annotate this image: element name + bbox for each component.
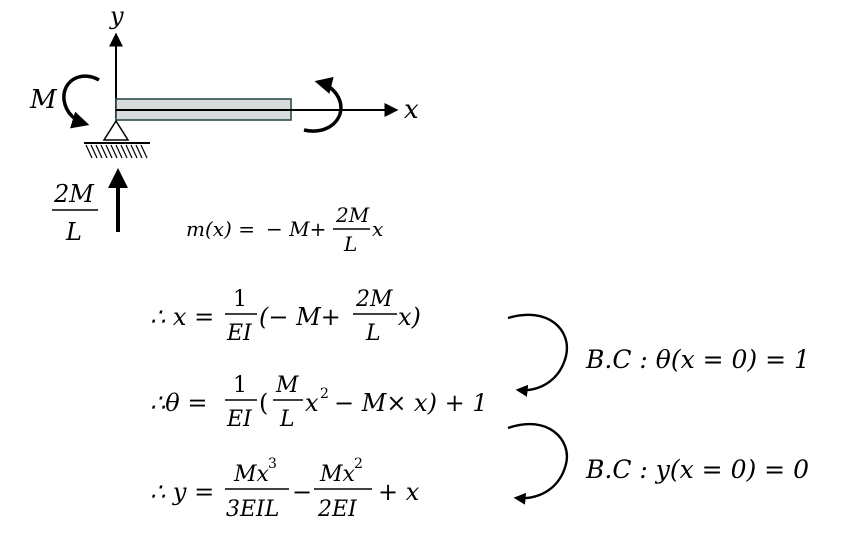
eq1-tail: x) [398,303,421,331]
bc2-text: B.C : y(x = 0) = 0 [585,455,809,484]
moment-eq-frac-num: 2M [335,203,370,227]
equation-deflection: ∴ y = Mx 3 3EIL − Mx 2 2EI + x [150,456,420,522]
eq3-lhs: ∴ y = [150,478,214,506]
moment-eq-tail: x [372,217,383,241]
eq1-frac-num: 1 [233,287,247,312]
equation-slope: ∴θ = 1 EI ( M L x 2 − M× x) + 1 [150,373,488,432]
bc1-curved-arrow [507,313,569,397]
reaction-numerator: 2M [53,180,95,208]
ground-hatch [85,144,148,159]
moment-label: M [29,85,58,115]
moment-arrow-right [303,76,343,133]
eq3-frac2-den: 2EI [317,497,358,522]
moment-eq-lhs: m(x) = [186,217,255,241]
reaction-denominator: L [65,218,82,246]
eq2-frac2-den: L [279,407,295,432]
beam-diagram: y x M 2M [29,2,419,246]
eq1-mid: (− M+ [259,303,341,331]
eq2-x-exp: 2 [320,386,329,402]
y-axis-label: y [109,2,124,30]
bc2-curved-arrow [507,422,569,505]
eq2-rest: − M× x) + 1 [334,389,488,417]
equation-curvature: ∴ x = 1 EI (− M+ 2M L x) [150,287,421,346]
reaction-label: 2M L [52,180,98,246]
eq3-minus: − [292,478,312,506]
eq2-lhs: ∴θ = [150,389,207,417]
moment-eq-term1: − M+ [266,217,326,241]
moment-eq-frac-den: L [343,232,357,256]
eq3-tail: + x [378,478,420,506]
eq2-frac-den: EI [226,407,253,432]
eq1-frac-den: EI [226,321,253,346]
eq3-frac-num: Mx [233,462,270,487]
bc1-text: B.C : θ(x = 0) = 1 [585,345,810,374]
eq2-x-base: x [305,389,319,417]
eq1-frac2-num: 2M [355,287,393,312]
eq3-frac-num-exp: 3 [268,456,277,472]
eq2-frac-num: 1 [233,373,247,398]
eq1-frac2-den: L [365,321,381,346]
eq3-frac2-num-exp: 2 [354,456,363,472]
eq3-frac2-num: Mx [319,462,356,487]
eq2-open: ( [259,389,268,417]
eq1-lhs: ∴ x = [150,303,214,331]
x-axis-label: x [404,95,419,125]
pin-support [102,119,130,141]
eq3-frac-den: 3EIL [226,497,279,522]
moment-arrow-left [62,74,100,129]
moment-equation: m(x) = − M+ 2M L x [186,203,383,256]
eq2-frac2-num: M [275,373,299,398]
